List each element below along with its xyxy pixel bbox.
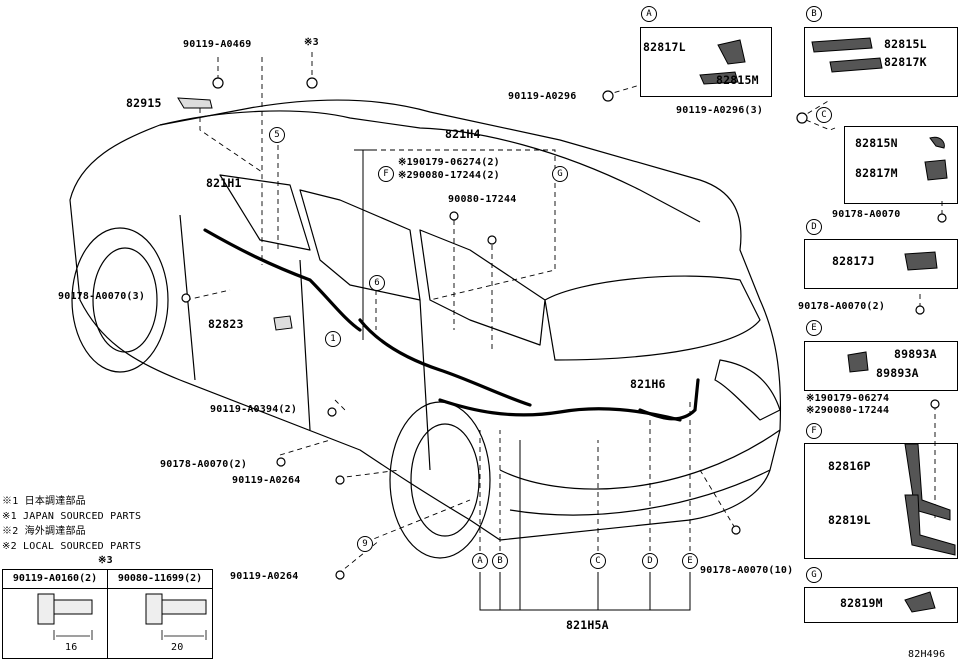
group-C-item-1: 82815N bbox=[855, 136, 898, 150]
callout-F: F bbox=[378, 166, 394, 182]
group-G-item-1: 82819M bbox=[840, 596, 883, 610]
part-90178-A0070-C: 90178-A0070 bbox=[832, 209, 901, 220]
group-E-letter: E bbox=[806, 320, 822, 336]
part-82915: 82915 bbox=[126, 96, 162, 110]
table-mark: ※3 bbox=[98, 555, 113, 566]
side-window-mid bbox=[299, 189, 421, 301]
callout-9: 9 bbox=[357, 536, 373, 552]
harness-821H1 bbox=[203, 228, 362, 332]
harness-821H4 bbox=[358, 318, 532, 407]
bolt-size-table: 90119-A0160(2) 90080-11699(2) 16 20 bbox=[2, 569, 213, 659]
vehicle-body-outline bbox=[69, 99, 782, 541]
roof-line bbox=[159, 110, 701, 223]
part-90119-A0469: 90119-A0469 bbox=[183, 39, 252, 50]
part-90178-A0070-2: 90178-A0070(2) bbox=[160, 459, 248, 470]
part-82823: 82823 bbox=[208, 317, 244, 331]
callout-bottom-C: C bbox=[590, 553, 606, 569]
group-F-item-1: 82816P bbox=[828, 459, 871, 473]
rear-bumper bbox=[499, 429, 781, 516]
group-F-item-2: 82819L bbox=[828, 513, 871, 527]
part-90080-17244: 90080-17244 bbox=[448, 194, 517, 205]
group-C-box bbox=[844, 126, 958, 204]
callout-1: 1 bbox=[325, 331, 341, 347]
group-A-box bbox=[640, 27, 772, 97]
part-821H6: 821H6 bbox=[630, 377, 666, 391]
group-E-item-2: 89893A bbox=[876, 366, 919, 380]
note-90179: ※190179-06274(2) bbox=[398, 157, 500, 168]
table-header-right: 90080-11699(2) bbox=[108, 570, 212, 589]
group-G-letter: G bbox=[806, 567, 822, 583]
part-821H5A: 821H5A bbox=[566, 618, 609, 632]
part-90178-A0070-2-D: 90178-A0070(2) bbox=[798, 301, 886, 312]
part-821H4: 821H4 bbox=[445, 127, 481, 141]
group-B-letter: B bbox=[806, 6, 822, 22]
group-F-box bbox=[804, 443, 958, 559]
rear-window bbox=[544, 275, 761, 361]
group-B-box bbox=[804, 27, 958, 97]
callout-bottom-B: B bbox=[492, 553, 508, 569]
side-window-rear bbox=[419, 229, 546, 346]
callout-5: 5 bbox=[269, 127, 285, 143]
group-B-item-1: 82815L bbox=[884, 37, 927, 51]
group-A-item-1: 82817L bbox=[643, 40, 686, 54]
group-D-item-1: 82817J bbox=[832, 254, 875, 268]
note-e2: ※290080-17244 bbox=[806, 405, 890, 416]
group-A-item-2: 82815M bbox=[716, 73, 759, 87]
part-90119-A0296-3: 90119-A0296(3) bbox=[676, 105, 764, 116]
group-E-item-1: 89893A bbox=[894, 347, 937, 361]
group-A-letter: A bbox=[641, 6, 657, 22]
group-B-item-2: 82817K bbox=[884, 55, 927, 69]
part-90178-A0070-3: 90178-A0070(3) bbox=[58, 291, 146, 302]
rear-wheel bbox=[389, 401, 491, 559]
group-C-item-2: 82817M bbox=[855, 166, 898, 180]
side-window-front bbox=[219, 174, 311, 251]
part-90178-A0070-10: 90178-A0070(10) bbox=[700, 565, 794, 576]
group-G-box bbox=[804, 587, 958, 623]
group-F-letter: F bbox=[806, 423, 822, 439]
legend-note-1-en: ※1 JAPAN SOURCED PARTS bbox=[2, 511, 142, 522]
group-D-box bbox=[804, 239, 958, 289]
table-dim-left: 16 bbox=[65, 642, 78, 653]
callout-bottom-D: D bbox=[642, 553, 658, 569]
harness-821H6 bbox=[638, 378, 700, 421]
part-90119-A0264-a: 90119-A0264 bbox=[232, 475, 301, 486]
table-dim-right: 20 bbox=[171, 642, 184, 653]
group-E-box bbox=[804, 341, 958, 391]
callout-6: 6 bbox=[369, 275, 385, 291]
part-90119-A0264-b: 90119-A0264 bbox=[230, 571, 299, 582]
legend-note-2-en: ※2 LOCAL SOURCED PARTS bbox=[2, 541, 142, 552]
callout-bottom-A: A bbox=[472, 553, 488, 569]
front-wheel bbox=[71, 227, 169, 373]
note-e1: ※190179-06274 bbox=[806, 393, 890, 404]
note-90080: ※290080-17244(2) bbox=[398, 170, 500, 181]
table-header-left: 90119-A0160(2) bbox=[3, 570, 107, 589]
callout-G: G bbox=[552, 166, 568, 182]
callout-bottom-E: E bbox=[682, 553, 698, 569]
part-90119-A0296: 90119-A0296 bbox=[508, 91, 577, 102]
group-C-letter: C bbox=[816, 107, 832, 123]
legend-note-1-jp: ※1 日本調達部品 bbox=[2, 496, 86, 507]
part-821H1: 821H1 bbox=[206, 176, 242, 190]
legend-note-2-jp: ※2 海外調達部品 bbox=[2, 526, 86, 537]
mark-3: ※3 bbox=[304, 37, 319, 48]
group-D-letter: D bbox=[806, 219, 822, 235]
part-90119-A0394-2: 90119-A0394(2) bbox=[210, 404, 298, 415]
diagram-id: 82H496 bbox=[908, 649, 946, 660]
